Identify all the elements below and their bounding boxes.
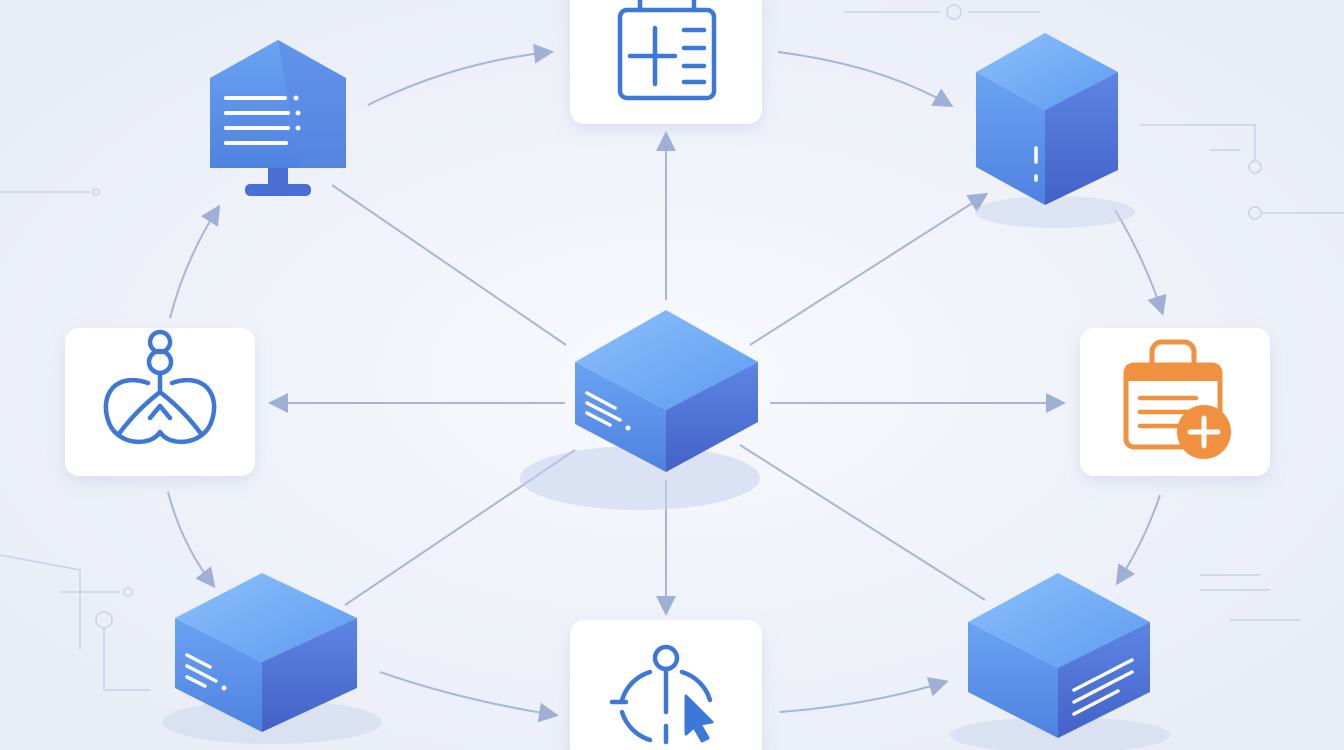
server-lines-icon-bl (185, 653, 227, 691)
curve-network-monitor (169, 204, 221, 319)
server-bottom-right[interactable] (950, 573, 1170, 750)
curve-clipboard-server (777, 51, 954, 107)
clipboard-plus-icon (617, 0, 717, 101)
location-cursor-card[interactable] (570, 620, 762, 750)
monitor[interactable] (210, 40, 346, 196)
line-to-server-br (739, 444, 986, 601)
server-lines-icon-br (1072, 658, 1134, 716)
location-cursor-icon (609, 644, 714, 745)
circuit-decoration (0, 4, 1344, 691)
server-top-right[interactable] (975, 33, 1135, 228)
orange-clipboard-card[interactable] (1080, 328, 1270, 476)
line-to-server-tr (749, 192, 989, 346)
network-card[interactable] (65, 328, 255, 476)
network-location-icon (103, 329, 217, 445)
curve-server-location (779, 677, 949, 713)
connections (167, 43, 1167, 723)
orange-clipboard-plus-icon (1123, 339, 1231, 459)
curve-network-server (167, 491, 216, 589)
curve-orange-server (1115, 494, 1161, 586)
curve-monitor-clipboard (367, 43, 554, 106)
central-server[interactable] (520, 310, 760, 510)
clipboard-card[interactable] (570, 0, 762, 124)
curve-server-orange (1114, 209, 1167, 316)
list-lines-icon (224, 95, 301, 145)
curve-server-location-left (379, 671, 559, 723)
line-to-monitor (331, 184, 567, 346)
server-lines-icon (585, 391, 631, 431)
server-bottom-left[interactable] (162, 573, 382, 744)
